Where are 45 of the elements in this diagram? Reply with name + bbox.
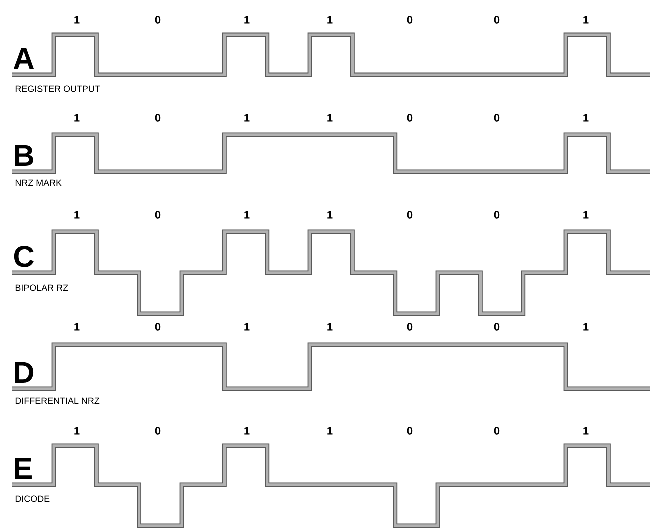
bit-label: 0 [494,427,500,435]
bit-label: 1 [244,114,250,122]
bit-label: 1 [74,114,80,122]
bit-label: 0 [407,323,413,331]
bit-label: 1 [584,16,589,24]
bit-label: 1 [74,427,80,435]
row-letter: E [15,458,32,479]
row-letter: B [15,145,34,166]
bit-label: 1 [244,427,250,435]
bit-label: 0 [407,114,413,122]
bit-label: 0 [494,114,500,122]
bit-label: 1 [328,323,333,331]
signal-name: NRZ MARK [16,180,62,186]
bit-label: 1 [74,323,80,331]
row-letter: D [15,362,34,383]
bit-label: 0 [494,323,500,331]
signal-name: BIPOLAR RZ [16,284,68,292]
signal-name: REGISTER OUTPUT [16,86,100,92]
bit-label: 1 [584,427,589,435]
bit-label: 1 [244,16,250,24]
bit-label: 1 [244,211,250,219]
row-letter: C [14,246,34,268]
bit-label: 1 [328,16,333,24]
row-letter: A [14,48,34,69]
signal-name: DIFFERENTIAL NRZ [16,398,100,404]
signal-name: DICODE [16,496,50,502]
bit-label: 1 [584,211,589,219]
bit-label: 0 [155,114,161,122]
bit-label: 0 [155,323,161,331]
bit-label: 0 [494,16,500,24]
bit-label: 1 [328,211,333,219]
bit-label: 0 [155,16,161,24]
bit-label: 1 [74,211,80,219]
bit-label: 0 [407,211,413,219]
bit-label: 1 [584,323,589,331]
bit-label: 0 [155,211,161,219]
bit-label: 0 [494,211,500,219]
bit-label: 0 [155,427,161,435]
bit-label: 0 [407,427,413,435]
bit-label: 1 [74,16,80,24]
bit-label: 1 [328,427,333,435]
bit-label: 1 [584,114,589,122]
bit-label: 1 [244,323,250,331]
bit-label: 1 [328,114,333,122]
bit-label: 0 [407,16,413,24]
